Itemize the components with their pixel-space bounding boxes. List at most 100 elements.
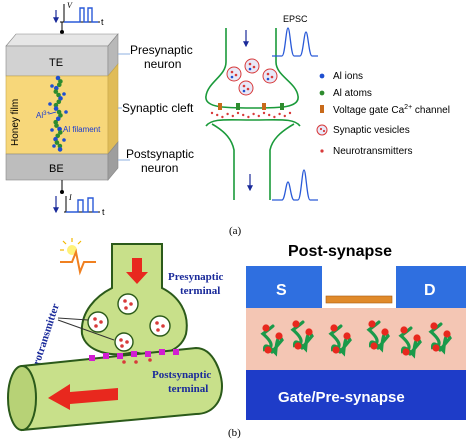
te-label: TE — [49, 57, 63, 69]
honey-film-label: Honey film — [10, 99, 21, 146]
ion-ball — [262, 324, 270, 332]
ion-marker — [103, 353, 109, 359]
bottom-pulse-train — [66, 197, 98, 213]
gate-electrode — [246, 370, 466, 420]
filament-atom — [58, 130, 63, 135]
legend-al-ions-marker — [319, 73, 325, 79]
neurotransmitter-dot — [257, 114, 260, 118]
filament-atom — [57, 143, 63, 149]
ion-ball — [332, 346, 340, 354]
filament-atom — [54, 123, 59, 128]
filament-atom — [56, 92, 61, 98]
legend-al-ions-label: Al ions — [333, 71, 363, 82]
top-inset-v-label: V — [67, 1, 73, 10]
presynaptic-neuron-label-2: neuron — [144, 57, 181, 71]
bottom-inset-t-label: t — [102, 207, 105, 217]
neurotransmitter-dot — [236, 111, 240, 115]
free-al-ion — [48, 102, 52, 106]
postsynaptic-membrane — [205, 118, 301, 200]
free-al-ion — [52, 144, 56, 148]
legend-al-atoms-marker — [319, 90, 325, 96]
ion-ball — [400, 326, 408, 334]
vesicle-b-4 — [114, 332, 134, 352]
filament-atom — [56, 82, 62, 88]
ion-ball — [343, 332, 351, 340]
caption-a: (a) — [229, 225, 242, 237]
be-side-face — [107, 141, 119, 181]
epsc-label: EPSC — [283, 14, 308, 24]
postsynaptic-neuron-label-1: Postsynaptic — [126, 147, 194, 161]
top-inset-t-label: t — [101, 17, 104, 27]
memristor-device-stack: TE Honey film Al3+ Al filament BE — [5, 33, 119, 181]
released-neurotransmitter — [122, 360, 126, 364]
neurotransmitter-dot — [247, 115, 250, 119]
gate-contact-bar — [325, 295, 393, 304]
bottom-probe-dot — [60, 190, 64, 194]
neurotransmitter-dot — [210, 111, 214, 115]
legend-vesicle-marker — [316, 124, 328, 136]
ion-ball — [305, 328, 313, 336]
legend-vesicles-label: Synaptic vesicles — [333, 125, 410, 136]
post-synapse-title: Post-synapse — [288, 243, 392, 260]
neurotransmitter-dot — [231, 114, 234, 118]
te-top-face — [5, 33, 119, 47]
legend-ca-channel-label: Voltage gate Ca2+ channel — [333, 104, 450, 116]
presynaptic-terminal-label-2: terminal — [180, 285, 220, 297]
al-filament-label: Al filament — [63, 125, 101, 134]
filament-atom — [54, 140, 60, 145]
receptor-1 — [236, 103, 240, 110]
filament-atom — [55, 116, 61, 122]
ion-ball — [413, 334, 421, 342]
neurotransmitter-dot — [226, 112, 229, 116]
synaptic-vesicle-4 — [238, 80, 254, 96]
al-ion-pointer — [48, 111, 57, 115]
al-filament — [48, 75, 68, 152]
ion-ball — [264, 346, 272, 354]
source-label: S — [276, 282, 287, 299]
drain-label: D — [424, 282, 436, 299]
ion-ball — [330, 324, 338, 332]
action-potential-waveform — [60, 248, 96, 276]
top-voltage-pulse-inset: V t — [53, 1, 104, 34]
bottom-current-pulse-inset: I t — [53, 180, 105, 217]
filament-atom — [58, 96, 63, 101]
filament-atom — [57, 147, 63, 152]
ion-ball — [381, 328, 389, 336]
spike-icon — [60, 238, 96, 276]
source-electrode — [246, 266, 322, 308]
be-label: BE — [49, 163, 64, 175]
neurotransmitter-dots — [210, 111, 292, 119]
filament-atom — [55, 75, 61, 81]
ion-marker — [117, 353, 123, 359]
epsc-top-trace — [272, 27, 318, 57]
postsynaptic-tube-body — [21, 346, 224, 432]
neurotransmitter-dot — [288, 111, 292, 115]
ion-marker — [173, 349, 179, 355]
free-al-ion — [64, 110, 68, 114]
nt-pointer-2 — [57, 319, 115, 341]
honey-film-side — [107, 63, 119, 155]
ion-ball — [368, 320, 376, 328]
filament-atom — [53, 102, 59, 108]
neurotransmitter-dot — [262, 111, 266, 115]
vesicle-b-1 — [117, 293, 139, 315]
panel-b-right-transistor: Post-synapse S D Gate/Pre-synapse — [246, 243, 466, 420]
gate-label: Gate/Pre-synapse — [278, 389, 405, 406]
ion-ball — [443, 330, 451, 338]
top-probe-dot — [60, 30, 64, 34]
legend-neurotransmitters-label: Neurotransmitters — [333, 146, 412, 157]
epsc-bottom-trace — [272, 169, 318, 201]
panel-b-left-synapse: neurotransmitter Presynaptic terminal Po… — [7, 238, 241, 439]
bottom-inset-i-label: I — [68, 193, 72, 202]
legend-neurotransmitter-marker — [320, 149, 324, 153]
ion-ball — [292, 320, 300, 328]
filament-atom — [58, 113, 63, 118]
drain-electrode — [396, 266, 466, 308]
free-al-ion — [62, 92, 66, 96]
filament-atom — [56, 99, 62, 105]
ion-ball — [402, 348, 410, 356]
released-neurotransmitter — [148, 358, 152, 362]
neurotransmitter-dot — [268, 113, 271, 117]
neurotransmitter-dot — [252, 112, 255, 116]
released-neurotransmitter — [134, 360, 138, 364]
